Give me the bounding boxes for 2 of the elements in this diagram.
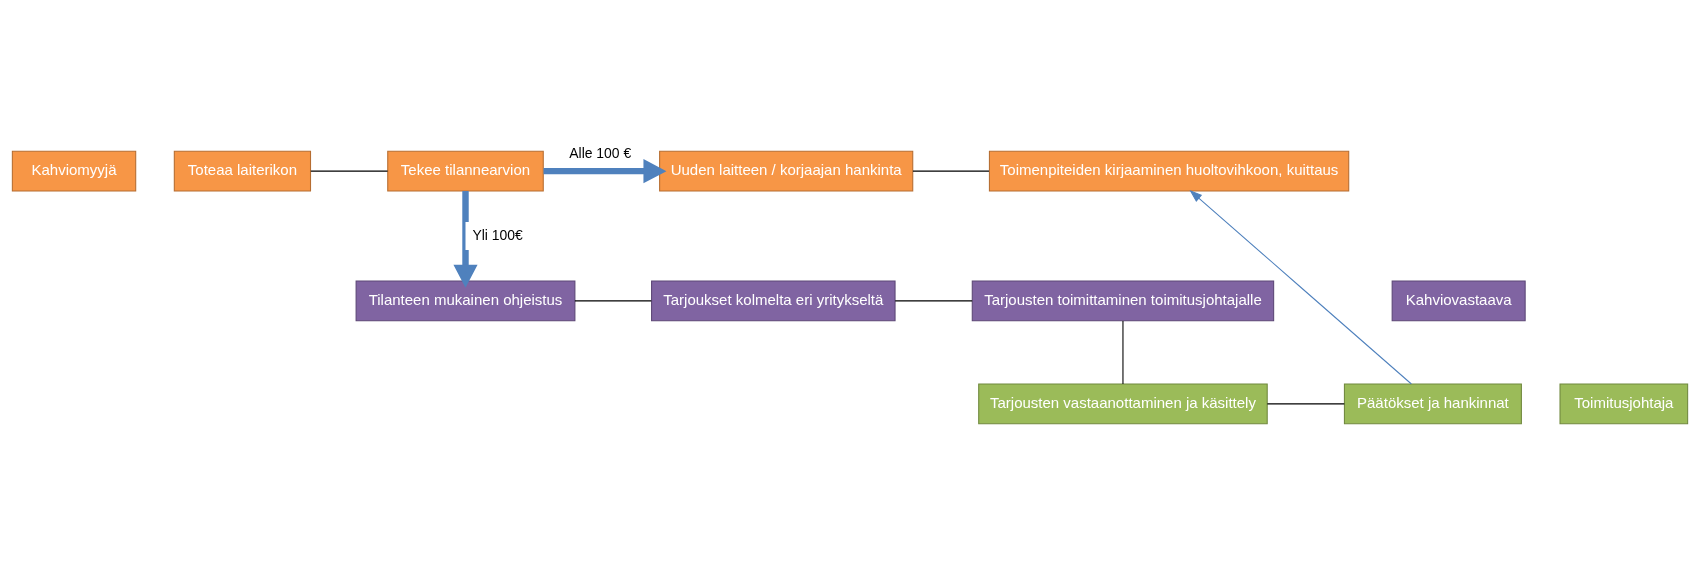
edge-label: Alle 100 € <box>569 144 632 161</box>
edge-label: Yli 100€ <box>472 226 523 243</box>
